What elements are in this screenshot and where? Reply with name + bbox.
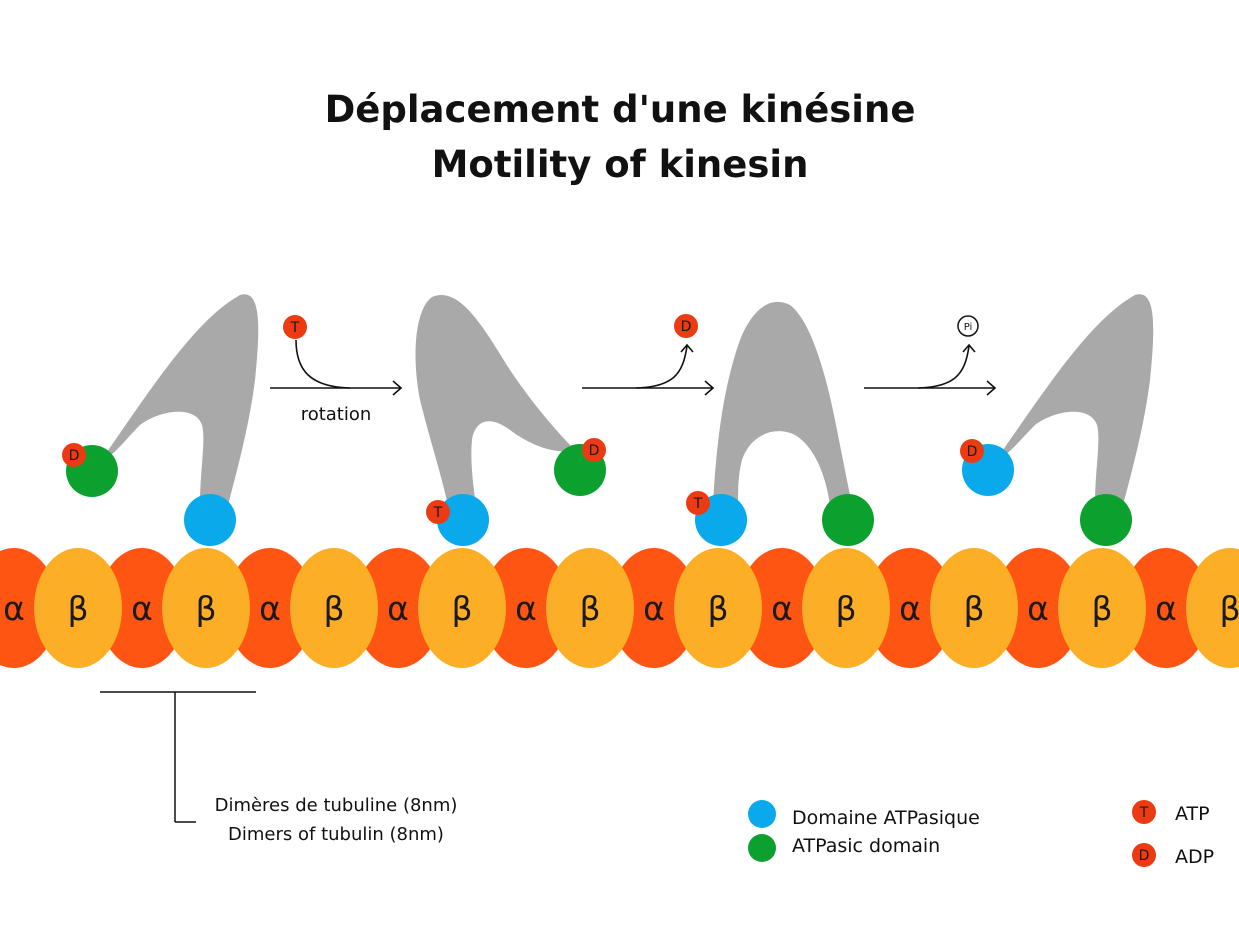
head-blue (184, 494, 236, 546)
svg-text:α: α (1155, 589, 1177, 628)
head-green (1080, 494, 1132, 546)
dimer-annotation: Dimères de tubuline (8nm) Dimers of tubu… (100, 691, 458, 845)
tubulin-beta: β (930, 548, 1018, 668)
tubulin-alpha: α (610, 548, 698, 668)
kinesin-body (996, 294, 1154, 505)
legend-blue-swatch (748, 800, 776, 828)
kinesin-body (713, 301, 852, 505)
svg-text:T: T (1139, 805, 1149, 821)
tubulin-beta: β (34, 548, 122, 668)
svg-text:β: β (67, 589, 88, 628)
legend-adp: D ADP (1132, 843, 1214, 868)
svg-text:T: T (290, 320, 300, 336)
tubulin-beta: β (802, 548, 890, 668)
svg-text:α: α (131, 589, 153, 628)
tubulin-beta: β (1186, 548, 1239, 668)
svg-text:α: α (643, 589, 665, 628)
kinesin-state-4: D (960, 294, 1154, 546)
tubulin-alpha: α (1122, 548, 1210, 668)
tubulin-alpha: α (994, 548, 1082, 668)
svg-text:D: D (69, 448, 80, 464)
svg-text:β: β (1091, 589, 1112, 628)
title-english: Motility of kinesin (432, 143, 809, 186)
atp-badge: T (686, 491, 710, 515)
tubulin-beta: β (290, 548, 378, 668)
adp-badge: D (960, 439, 984, 463)
svg-text:Pi: Pi (964, 322, 973, 333)
kinesin-body (100, 294, 259, 505)
tubulin-beta: β (1058, 548, 1146, 668)
svg-text:β: β (195, 589, 216, 628)
step-arrow-pi-release: Pi (864, 315, 997, 396)
tubulin-alpha: α (866, 548, 954, 668)
atp-badge: T (283, 315, 307, 339)
legend-adp-label: ADP (1175, 846, 1214, 868)
svg-text:β: β (835, 589, 856, 628)
tubulin-beta: β (546, 548, 634, 668)
svg-text:D: D (681, 319, 692, 335)
legend: Domaine ATPasique ATPasic domain T ATP D… (748, 800, 1214, 868)
svg-text:D: D (967, 444, 978, 460)
svg-text:D: D (589, 443, 600, 459)
svg-text:β: β (1219, 589, 1239, 628)
legend-domain-fr: Domaine ATPasique (792, 807, 980, 829)
tubulin-beta: β (674, 548, 762, 668)
kinesin-state-1: D (62, 294, 259, 546)
tubulin-alpha: α (482, 548, 570, 668)
legend-atp: T ATP (1132, 800, 1210, 825)
tubulin-alpha: α (226, 548, 314, 668)
svg-text:T: T (433, 505, 443, 521)
kinesin-state-3: T (686, 301, 874, 546)
phosphate-badge: Pi (957, 315, 979, 337)
svg-text:α: α (515, 589, 537, 628)
svg-text:α: α (899, 589, 921, 628)
step-arrow-rotation: T rotation (270, 315, 403, 425)
svg-text:α: α (387, 589, 409, 628)
tubulin-beta: β (418, 548, 506, 668)
svg-text:β: β (579, 589, 600, 628)
adp-badge: D (62, 443, 86, 467)
head-green (822, 494, 874, 546)
dimer-label-english: Dimers of tubulin (8nm) (228, 824, 444, 845)
atp-badge: T (426, 500, 450, 524)
svg-text:β: β (323, 589, 344, 628)
dimer-label-french: Dimères de tubuline (8nm) (215, 795, 458, 816)
tubulin-alpha: α (98, 548, 186, 668)
svg-text:β: β (963, 589, 984, 628)
svg-text:β: β (707, 589, 728, 628)
kinesin-body (415, 295, 575, 505)
legend-atp-label: ATP (1175, 803, 1210, 825)
rotation-label: rotation (301, 404, 372, 425)
svg-text:α: α (771, 589, 793, 628)
step-arrow-adp-release: D (582, 314, 715, 396)
adp-badge: D (674, 314, 698, 338)
legend-green-swatch (748, 834, 776, 862)
head-blue (437, 494, 489, 546)
tubulin-alpha: α (738, 548, 826, 668)
tubulin-alpha: α (354, 548, 442, 668)
svg-text:α: α (259, 589, 281, 628)
tubulin-beta: β (162, 548, 250, 668)
legend-domain-en: ATPasic domain (792, 835, 940, 857)
title-french: Déplacement d'une kinésine (325, 88, 916, 131)
svg-text:D: D (1139, 848, 1150, 864)
kinesin-state-2: T D (415, 295, 606, 546)
svg-text:β: β (451, 589, 472, 628)
adp-badge: D (582, 438, 606, 462)
svg-text:α: α (1027, 589, 1049, 628)
svg-text:T: T (693, 496, 703, 512)
svg-text:α: α (3, 589, 25, 628)
